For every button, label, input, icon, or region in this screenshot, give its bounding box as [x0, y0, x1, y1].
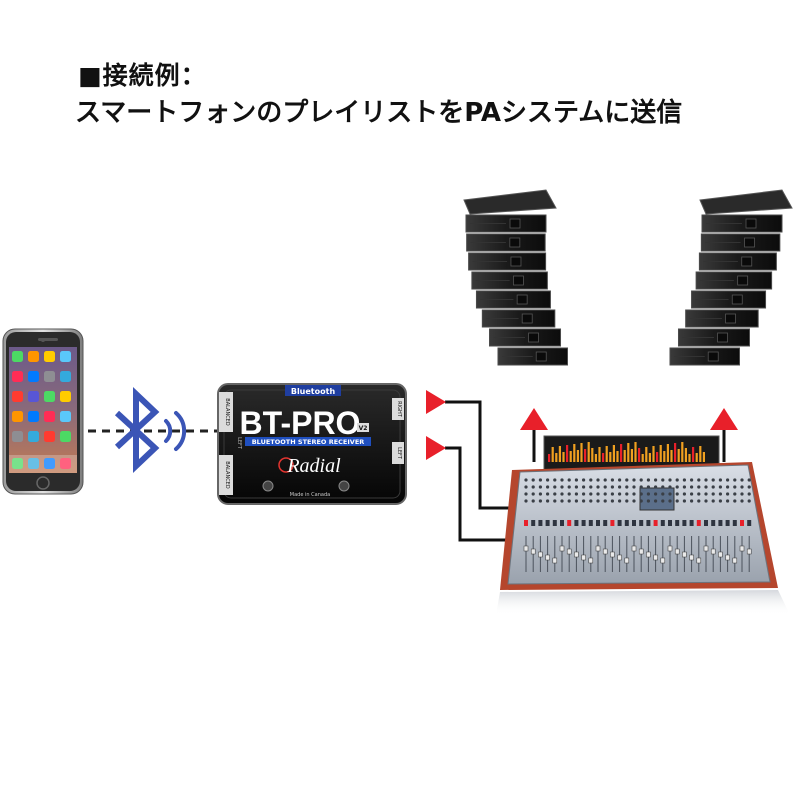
signal-arrow-left	[520, 408, 548, 462]
output-arrow-right	[426, 390, 446, 414]
bluetooth-label: Bluetooth	[291, 387, 336, 396]
right-label-top: RIGHT	[396, 401, 402, 418]
side-label-bottom: BALANCED	[224, 461, 230, 489]
smartphone-icon	[2, 328, 84, 495]
mixing-console	[496, 435, 790, 615]
heading-line-1: ■接続例：	[78, 61, 207, 90]
heading-line-2: スマートフォンのプレイリストをPAシステムに送信	[75, 98, 683, 128]
line-array-speaker-right	[669, 189, 793, 366]
side-label-left: LEFT	[236, 437, 242, 450]
bt-pro-receiver: BALANCED LEFT BALANCED RIGHT LEFT Blueto…	[217, 383, 407, 505]
bluetooth-icon	[114, 387, 160, 473]
side-label-top: BALANCED	[224, 398, 230, 426]
line-array-speaker-left	[463, 189, 568, 366]
model-name: BT-PRO	[240, 405, 361, 441]
made-in-label: Made in Canada	[290, 492, 330, 498]
output-arrow-left	[426, 436, 446, 460]
model-suffix: V2	[359, 425, 368, 432]
wireless-waves-icon	[164, 411, 187, 451]
right-label-bottom: LEFT	[396, 447, 402, 460]
brand-name: Radial	[286, 455, 341, 477]
model-subtitle: BLUETOOTH STEREO RECEIVER	[252, 438, 365, 446]
signal-arrow-right	[710, 408, 738, 462]
audio-cables	[445, 400, 515, 542]
